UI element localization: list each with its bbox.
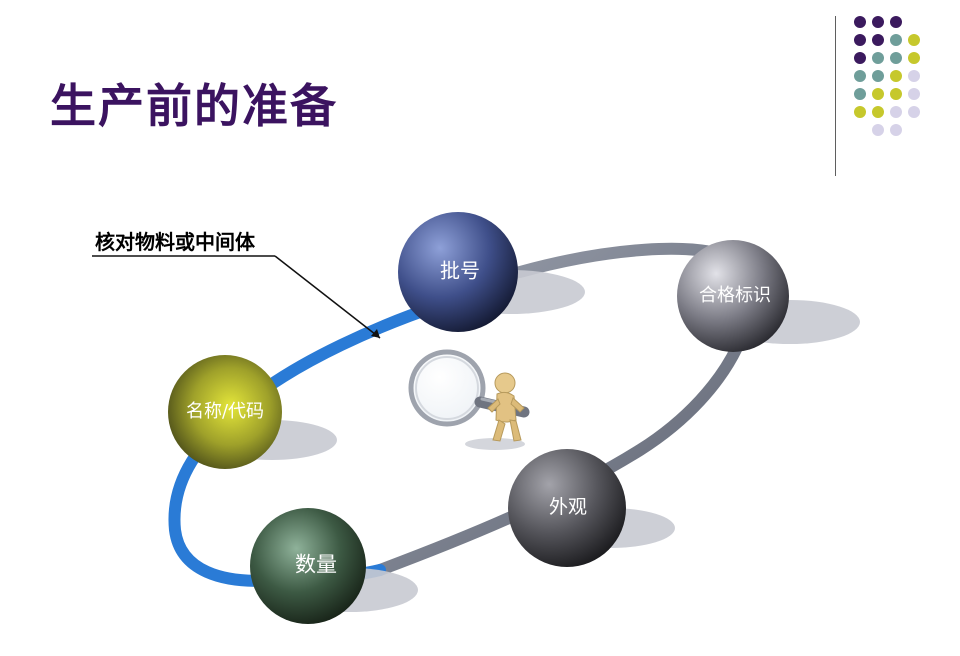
decorative-dot xyxy=(854,88,866,100)
node-label: 数量 xyxy=(295,553,337,577)
node-label: 外观 xyxy=(549,496,587,518)
cycle-ring-gray xyxy=(374,242,757,576)
decorative-dot xyxy=(872,34,884,46)
magnifier-figure-icon xyxy=(408,349,530,450)
decorative-dot xyxy=(872,88,884,100)
decorative-dot xyxy=(908,52,920,64)
decorative-dot xyxy=(872,106,884,118)
decorative-dot xyxy=(890,106,902,118)
decorative-dot xyxy=(908,34,920,46)
decorative-dot xyxy=(854,16,866,28)
node-quantity: 数量 xyxy=(250,508,366,624)
decorative-dot xyxy=(908,106,920,118)
node-qualified-mark: 合格标识 xyxy=(677,240,789,352)
node-label: 合格标识 xyxy=(699,285,771,306)
decorative-dot xyxy=(854,52,866,64)
decorative-dot xyxy=(854,106,866,118)
node-name-code: 名称/代码 xyxy=(168,355,282,469)
callout-pointer xyxy=(274,255,381,339)
decorative-dot xyxy=(872,52,884,64)
decorative-dot xyxy=(908,70,920,82)
divider-line xyxy=(835,16,836,176)
node-batch: 批号 xyxy=(398,212,518,332)
node-appearance: 外观 xyxy=(508,449,626,567)
callout-label: 核对物料或中间体 xyxy=(95,230,255,254)
decorative-dot xyxy=(890,16,902,28)
decorative-dot xyxy=(890,124,902,136)
node-label: 名称/代码 xyxy=(186,401,264,422)
node-label: 批号 xyxy=(440,259,480,283)
decorative-dot xyxy=(854,70,866,82)
decorative-dot xyxy=(890,88,902,100)
decorative-dot xyxy=(890,52,902,64)
decorative-dot xyxy=(872,70,884,82)
slide-title: 生产前的准备 xyxy=(50,79,338,133)
decorative-dot xyxy=(890,34,902,46)
decorative-dot xyxy=(908,88,920,100)
decorative-dot xyxy=(872,124,884,136)
decorative-dot xyxy=(854,34,866,46)
callout-arrowhead xyxy=(371,329,380,338)
decorative-dot xyxy=(872,16,884,28)
dot-grid-decoration xyxy=(852,14,952,159)
decorative-dot xyxy=(890,70,902,82)
